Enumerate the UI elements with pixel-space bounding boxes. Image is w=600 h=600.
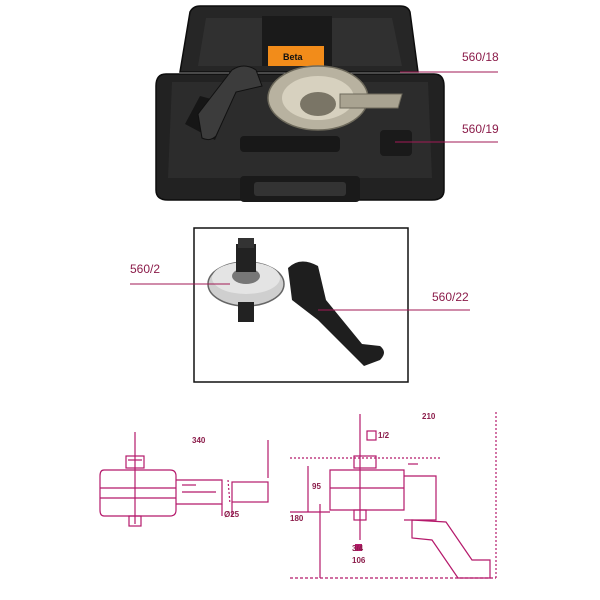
label-560-2: 560/2 — [130, 262, 161, 276]
dim-height: 95 — [312, 482, 321, 491]
label-560-19: 560/19 — [462, 122, 499, 136]
dim-depth: 180 — [290, 514, 304, 523]
drawing-top-view — [99, 432, 269, 527]
dim-input-square: 1/2 — [378, 431, 390, 440]
case-badge-text: Beta — [283, 52, 304, 62]
square-drive-marker — [355, 544, 362, 551]
label-560-18: 560/18 — [462, 50, 499, 64]
label-560-22: 560/22 — [432, 290, 469, 304]
case-badge — [268, 46, 324, 66]
dim-output-square: 3/4 — [352, 544, 364, 553]
drawing-side-view — [290, 412, 497, 580]
dim-diameter: Ø25 — [224, 510, 240, 519]
dim-length: 340 — [192, 436, 206, 445]
multiplier-assembly-image — [207, 238, 384, 366]
dim-base: 106 — [352, 556, 366, 565]
dim-width: 210 — [422, 412, 436, 421]
carry-case-image: Beta — [155, 5, 445, 202]
